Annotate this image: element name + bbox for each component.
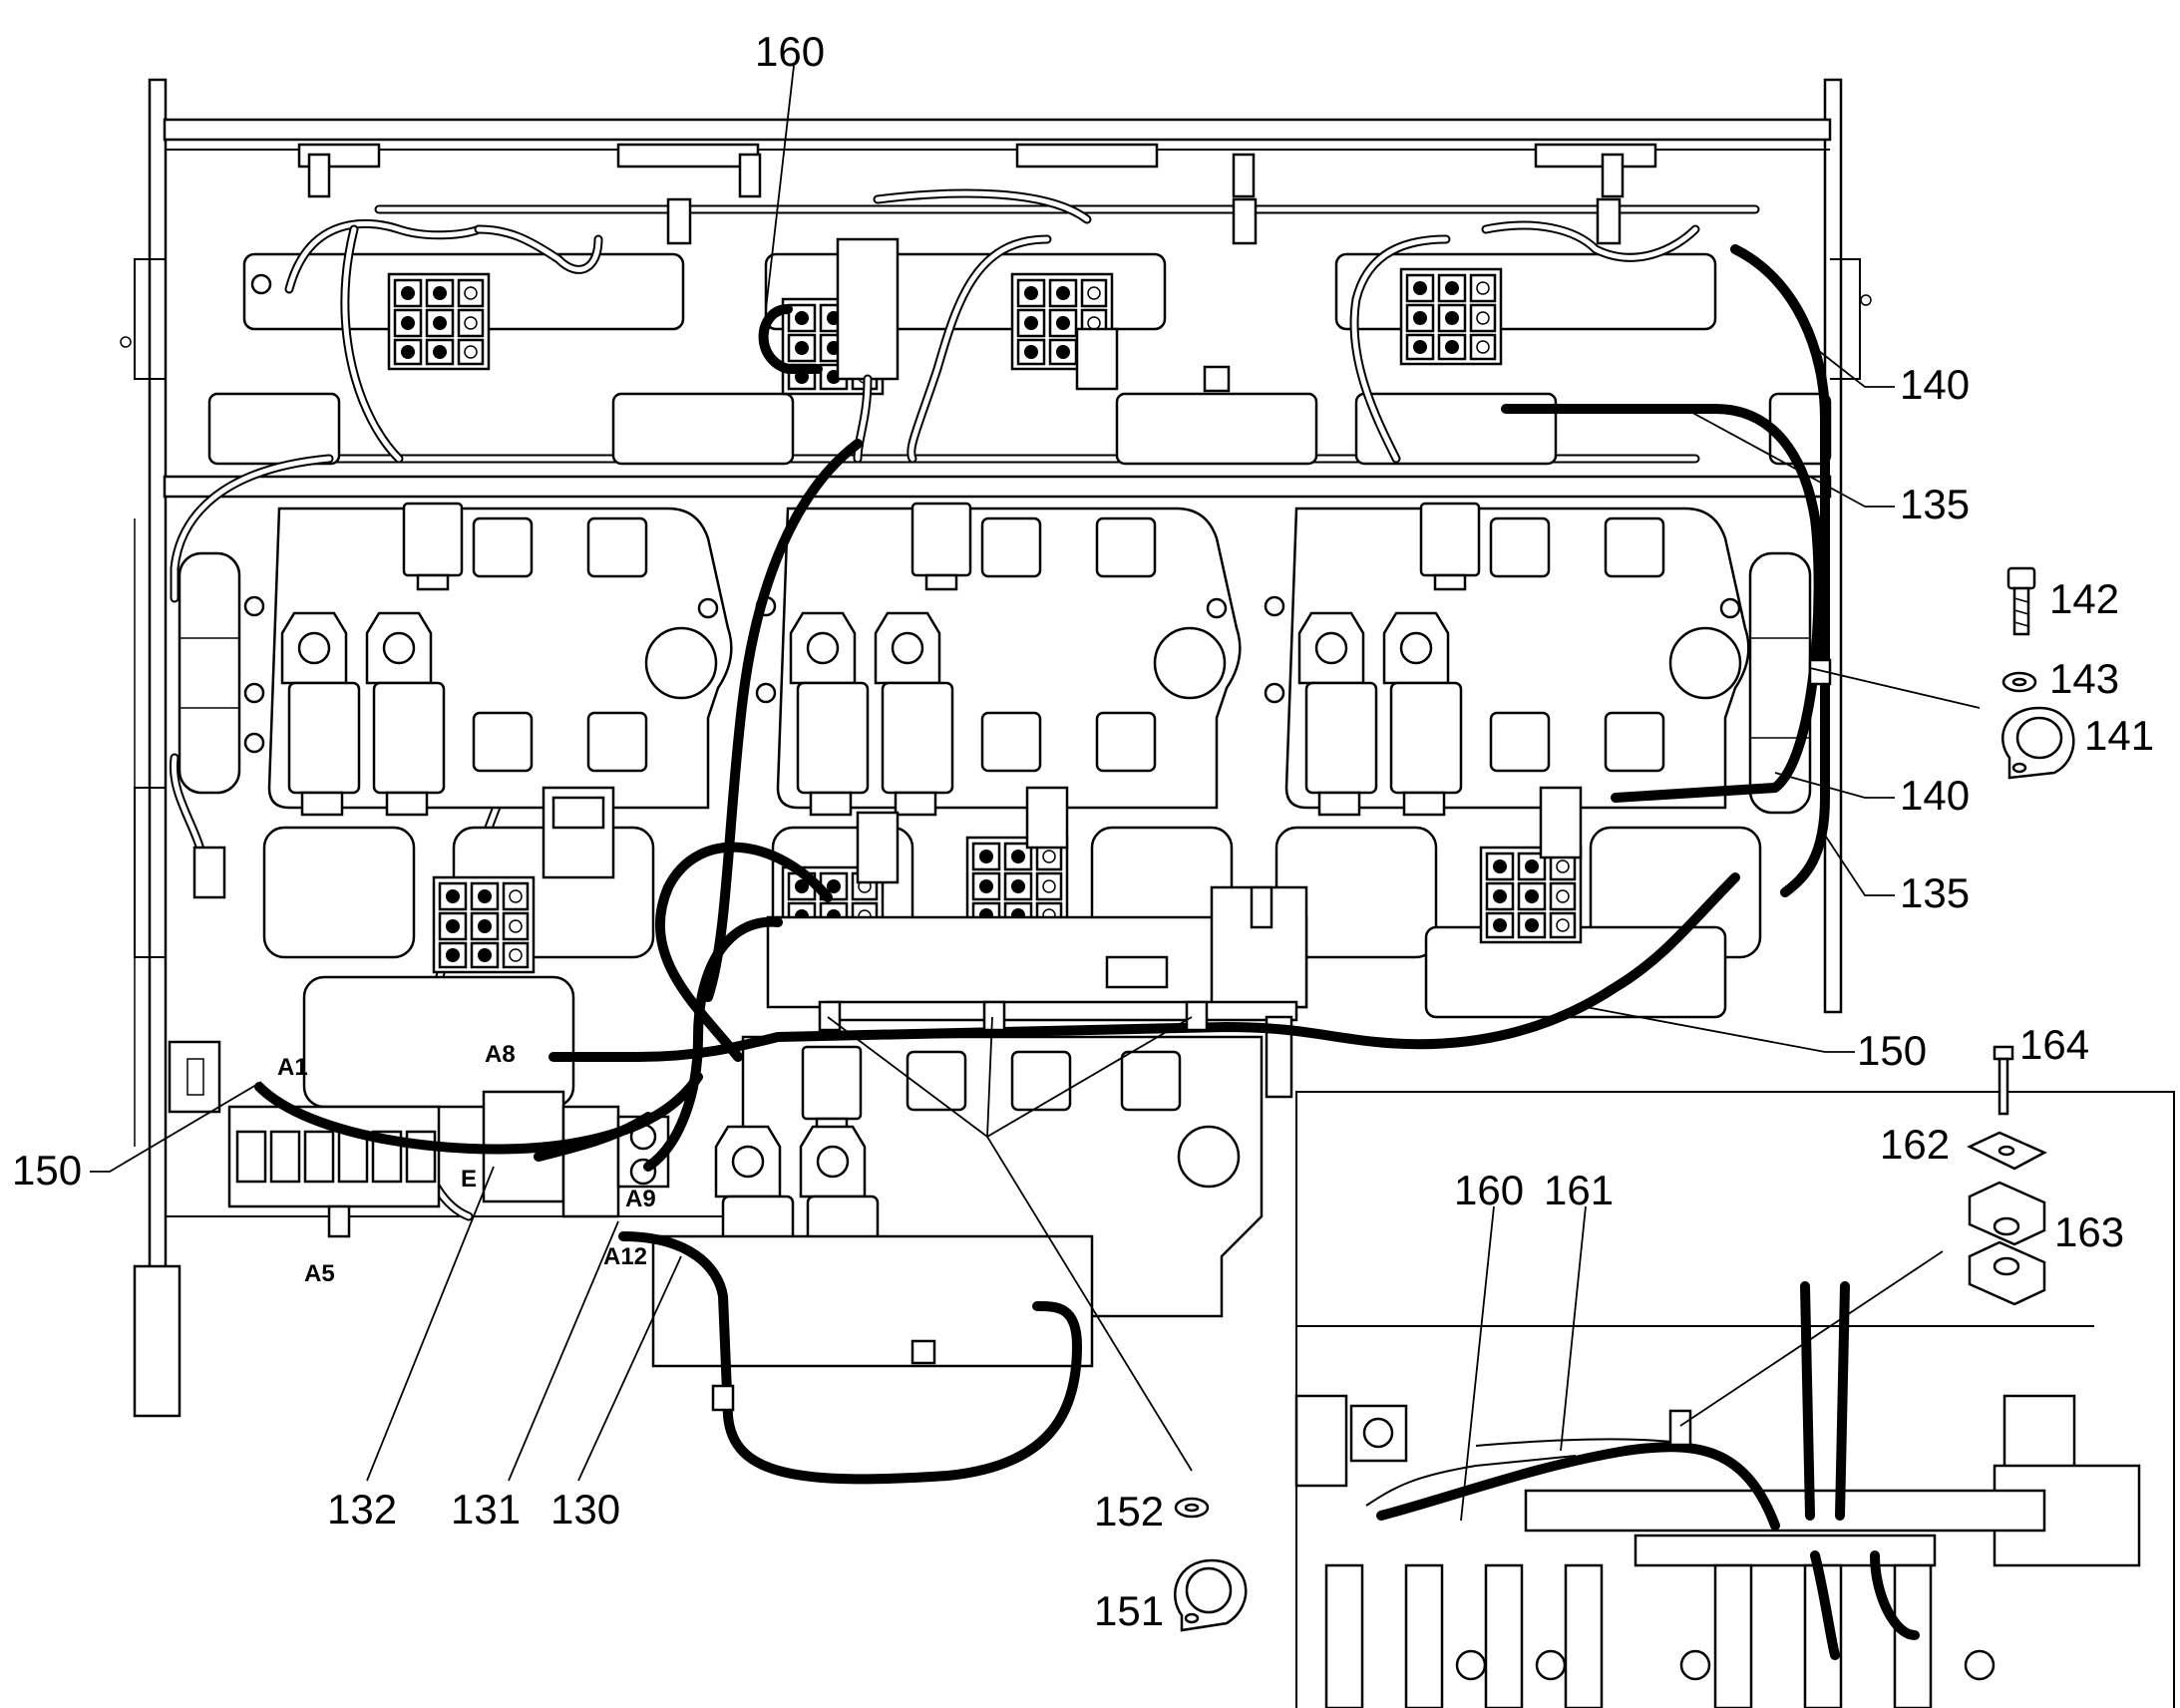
pump-plate-right — [1264, 502, 1750, 817]
callout-150-right: 150 — [1857, 1027, 1927, 1074]
callout-130: 130 — [550, 1486, 620, 1533]
callout-151: 151 — [1094, 1587, 1164, 1634]
callout-140-upper: 140 — [1900, 361, 1970, 408]
clamp-141 — [2001, 706, 2075, 780]
callout-164: 164 — [2019, 1021, 2089, 1068]
inset-detail — [1294, 1091, 2175, 1708]
clamp-151 — [1174, 1558, 1248, 1632]
lower-pump-assembly — [651, 1035, 1264, 1368]
left-accumulator — [178, 551, 241, 899]
callout-132: 132 — [327, 1486, 397, 1533]
callout-150-left: 150 — [12, 1147, 82, 1194]
port-label-a9: A9 — [625, 1186, 656, 1212]
leader-lines — [90, 65, 1981, 1522]
loose-parts — [1174, 566, 2075, 1632]
main-frame — [120, 78, 1872, 1418]
port-labels: A1 A8 A9 A12 A5 E — [277, 1041, 656, 1287]
port-label-a12: A12 — [603, 1243, 647, 1270]
black-hoses — [254, 244, 1830, 1485]
pump-plate-left — [243, 502, 733, 817]
clamp-block-163 — [1968, 1181, 2046, 1306]
mid-valve-blocks — [432, 786, 1583, 1333]
bolt-142 — [2006, 566, 2036, 636]
callout-160-top: 160 — [755, 28, 825, 75]
central-manifold — [766, 885, 1308, 1099]
port-label-a8: A8 — [485, 1041, 516, 1068]
port-label-e: E — [461, 1166, 477, 1193]
port-label-a1: A1 — [277, 1054, 308, 1081]
bolt-164 — [1993, 1045, 2014, 1116]
top-valve-blocks — [387, 237, 1503, 396]
callout-135-lower: 135 — [1900, 869, 1970, 916]
callout-161: 161 — [1544, 1167, 1614, 1213]
callout-152: 152 — [1094, 1488, 1164, 1535]
port-label-a5: A5 — [304, 1260, 335, 1287]
callout-143: 143 — [2049, 655, 2119, 702]
pump-plate-middle — [755, 502, 1242, 817]
callout-135-upper: 135 — [1900, 481, 1970, 527]
callout-141: 141 — [2084, 712, 2154, 759]
callout-131: 131 — [451, 1486, 521, 1533]
callouts: 160 140 135 142 143 141 140 135 150 164 … — [12, 28, 2154, 1634]
callout-163: 163 — [2054, 1208, 2124, 1255]
top-brackets — [307, 153, 1625, 245]
callout-140-lower: 140 — [1900, 772, 1970, 819]
callout-142: 142 — [2049, 575, 2119, 622]
callout-162: 162 — [1880, 1121, 1950, 1168]
callout-160-inset: 160 — [1454, 1167, 1524, 1213]
